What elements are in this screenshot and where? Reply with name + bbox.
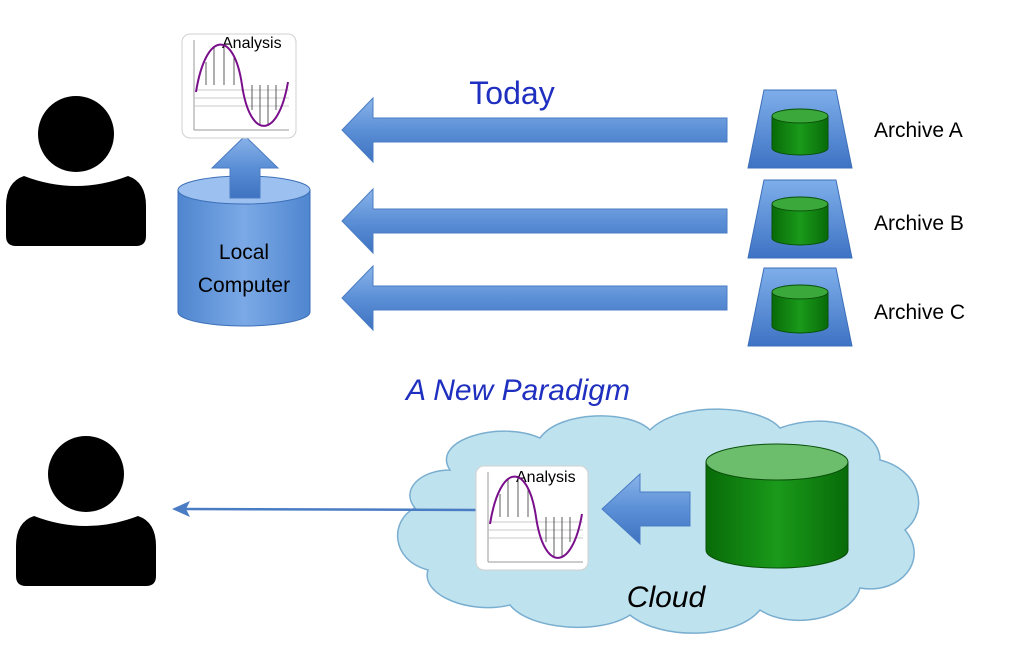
analysis-card-bottom: Analysis [475,465,589,571]
archive-c-label: Archive C [874,301,965,324]
delivery-arrow-icon [172,501,479,517]
today-title: Today [469,75,554,111]
analysis-card-top-label: Analysis [222,35,282,52]
cloud-label: Cloud [627,581,707,614]
paradigm-title: A New Paradigm [404,374,630,407]
upload-arrow-icon [210,135,280,199]
cloud-arrow-icon [601,472,691,546]
arrow-archive-b-icon [341,187,728,255]
user-icon-bottom [16,436,156,586]
archive-a: Archive A [747,89,963,169]
local-computer-label-line2: Computer [198,274,290,297]
cloud-database-icon [705,443,849,569]
arrow-archive-c-icon [341,264,728,332]
archive-c: Archive C [747,267,965,347]
arrow-archive-a-icon [341,96,728,164]
analysis-card-bottom-label: Analysis [516,469,576,486]
local-computer-label-line1: Local [219,241,269,264]
user-icon-top [6,96,146,246]
archive-b-label: Archive B [874,212,964,235]
archive-b: Archive B [747,179,964,259]
analysis-card-top: Analysis [181,33,297,139]
archive-a-label: Archive A [874,119,963,142]
